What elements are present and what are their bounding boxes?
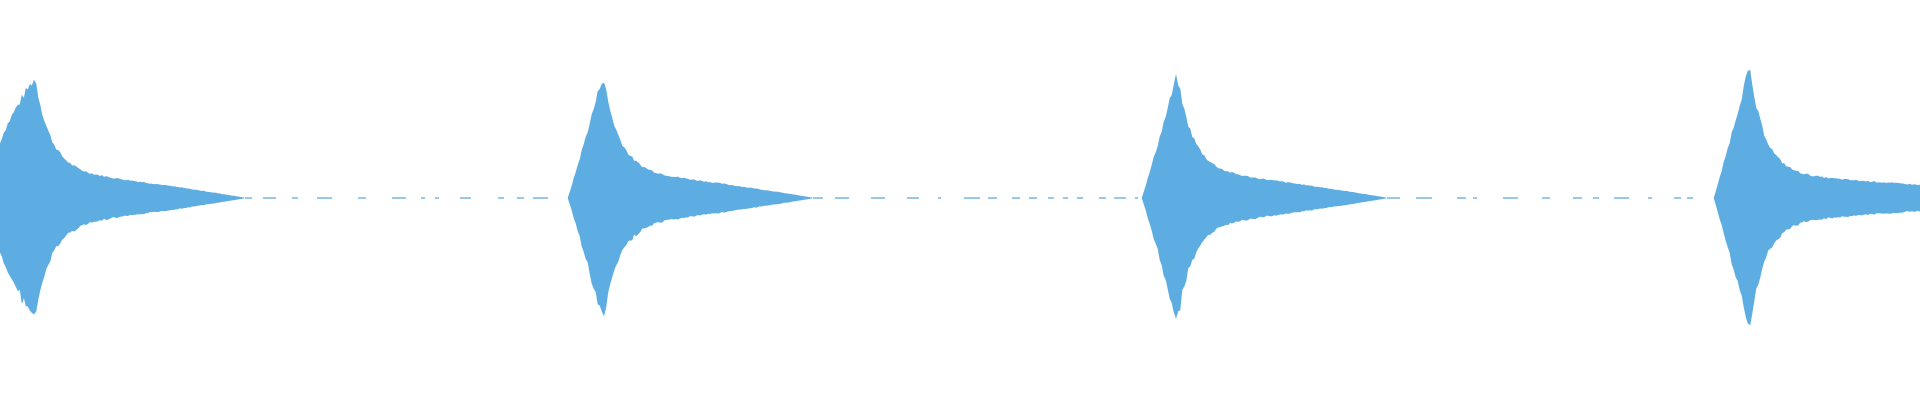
waveform-burst-3 <box>1141 75 1387 319</box>
waveform-burst-4 <box>1713 70 1920 326</box>
waveform-burst-2 <box>567 82 813 317</box>
waveform-burst-1 <box>0 79 245 315</box>
